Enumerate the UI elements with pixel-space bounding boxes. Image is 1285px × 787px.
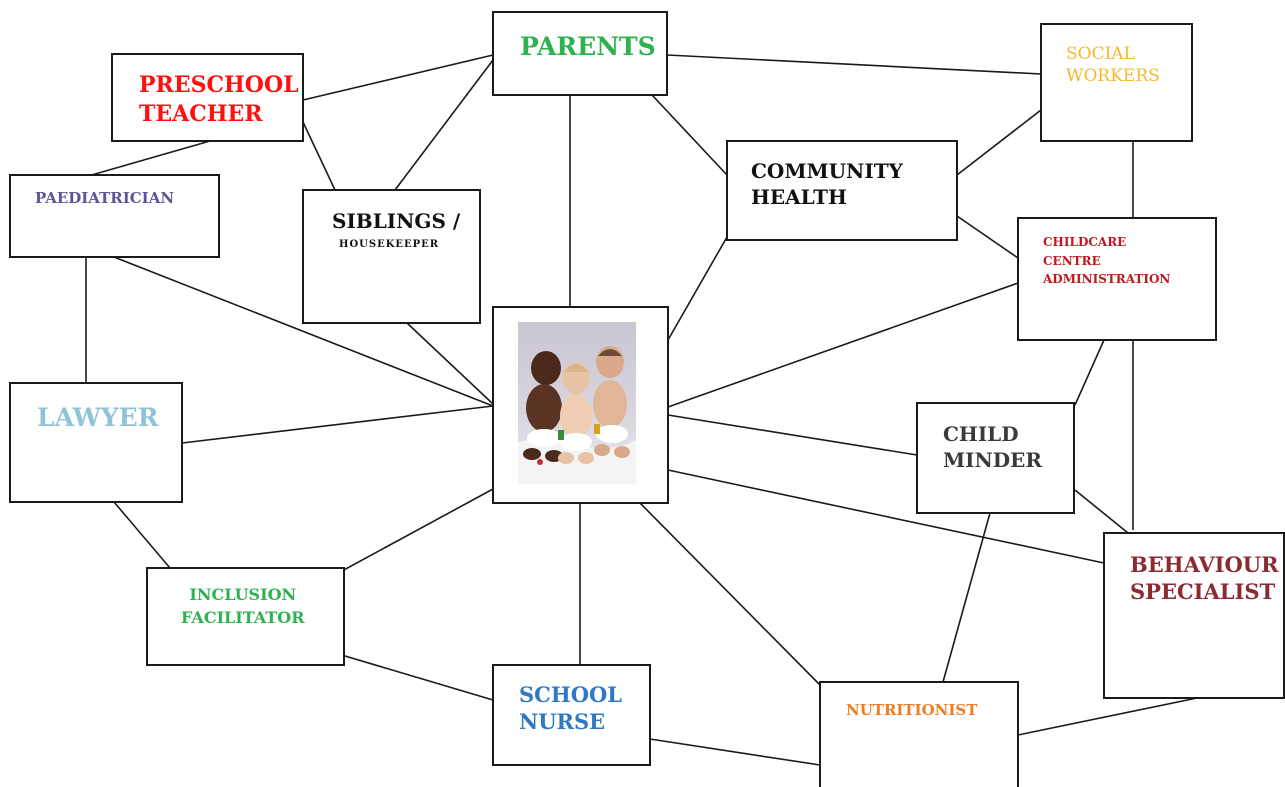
childcare-centre-administration-box: CHILDCARE CENTRE ADMINISTRATION (1017, 217, 1217, 341)
lawyer-box: LAWYER (9, 382, 183, 503)
school-nurse-label-line-2: NURSE (519, 709, 606, 735)
link-preschool-parents (302, 54, 494, 101)
link-childminder-behaviour (1074, 489, 1129, 534)
link-childcare-center (667, 282, 1019, 408)
link-nurse-nutritionist (649, 738, 821, 766)
childcare-centre-administration-label: CHILDCARE CENTRE ADMINISTRATION (1043, 233, 1170, 289)
link-childminder-nutritionist (942, 512, 991, 683)
child-minder-label-line-1: CHILD (943, 422, 1019, 446)
parents-label-line-1: PARENTS (520, 32, 656, 61)
siblings-housekeeper-label-line-2: HOUSEKEEPER (339, 239, 440, 250)
link-preschool-paediatrician (87, 140, 211, 177)
paediatrician-label: PAEDIATRICIAN (35, 189, 174, 209)
inclusion-facilitator-label-line-2: FACILITATOR (181, 608, 305, 628)
behaviour-specialist-box: BEHAVIOUR SPECIALIST (1103, 532, 1285, 699)
nutritionist-label-line-1: NUTRITIONIST (846, 701, 978, 719)
community-health-label-line-1: COMMUNITY (751, 159, 903, 183)
nutritionist-label: NUTRITIONIST (846, 701, 977, 721)
community-health-label: COMMUNITY HEALTH (751, 158, 903, 210)
nutritionist-box: NUTRITIONIST (819, 681, 1019, 787)
child-minder-label: CHILD MINDER (943, 421, 1042, 473)
paediatrician-label-line-1: PAEDIATRICIAN (35, 189, 175, 207)
siblings-housekeeper-label-line-1: SIBLINGS / (332, 209, 461, 233)
parents-label: PARENTS (520, 31, 656, 64)
lawyer-label: LAWYER (37, 402, 158, 435)
link-parents-social (666, 54, 1042, 75)
behaviour-specialist-label: BEHAVIOUR SPECIALIST (1130, 551, 1279, 606)
childcare-label-line-2: CENTRE (1043, 253, 1101, 268)
siblings-housekeeper-label: SIBLINGS / HOUSEKEEPER (332, 208, 460, 251)
preschool-teacher-label-line-1: PRESCHOOL (139, 72, 299, 98)
link-lawyer-center (181, 405, 494, 444)
social-workers-label-line-2: WORKERS (1066, 66, 1160, 87)
inclusion-facilitator-label-line-1: INCLUSION (189, 585, 297, 604)
siblings-housekeeper-box: SIBLINGS / HOUSEKEEPER (302, 189, 481, 324)
child-minder-label-line-2: MINDER (943, 448, 1042, 472)
preschool-teacher-label-line-2: TEACHER (139, 100, 263, 127)
link-community-childcare (956, 215, 1019, 259)
social-workers-label: SOCIAL WORKERS (1066, 43, 1160, 87)
community-health-box: COMMUNITY HEALTH (726, 140, 958, 241)
babies-photo (518, 322, 636, 484)
behaviour-specialist-label-line-1: BEHAVIOUR (1130, 552, 1279, 577)
link-paediatrician-center (113, 256, 494, 407)
school-nurse-label-line-1: SCHOOL (519, 682, 623, 707)
link-childcare-childminder (1074, 339, 1105, 406)
childcare-label-line-3: ADMINISTRATION (1043, 272, 1171, 287)
community-health-label-line-2: HEALTH (751, 185, 847, 209)
childcare-label-line-1: CHILDCARE (1043, 235, 1127, 249)
link-preschool-siblings (302, 121, 336, 191)
link-inclusion-center (317, 488, 494, 585)
link-siblings-parents (394, 59, 494, 191)
link-center-childminder (667, 414, 918, 456)
parents-box: PARENTS (492, 11, 668, 96)
preschool-teacher-box: PRESCHOOL TEACHER (111, 53, 304, 142)
link-community-center (667, 236, 728, 341)
school-nurse-box: SCHOOL NURSE (492, 664, 651, 766)
link-lawyer-inclusion (113, 501, 171, 569)
link-nutritionist-behaviour (1017, 697, 1198, 736)
link-inclusion-nurse (317, 647, 494, 701)
behaviour-specialist-label-line-2: SPECIALIST (1130, 579, 1276, 605)
babies-illustration (518, 322, 636, 484)
inclusion-facilitator-label: INCLUSION FACILITATOR (181, 583, 305, 629)
social-workers-label-line-1: SOCIAL (1066, 44, 1135, 64)
lawyer-label-line-1: LAWYER (37, 403, 159, 432)
school-nurse-label: SCHOOL NURSE (519, 681, 622, 736)
link-siblings-center (406, 322, 494, 405)
social-workers-box: SOCIAL WORKERS (1040, 23, 1193, 142)
preschool-teacher-label: PRESCHOOL TEACHER (139, 71, 299, 128)
center-child-photo-box (492, 306, 669, 504)
paediatrician-box: PAEDIATRICIAN (9, 174, 220, 258)
link-social-community (956, 109, 1042, 176)
inclusion-facilitator-box: INCLUSION FACILITATOR (146, 567, 345, 666)
child-minder-box: CHILD MINDER (916, 402, 1075, 514)
link-parents-community (651, 94, 728, 176)
link-center-behaviour (667, 469, 1105, 564)
link-center-nutritionist (639, 502, 821, 686)
